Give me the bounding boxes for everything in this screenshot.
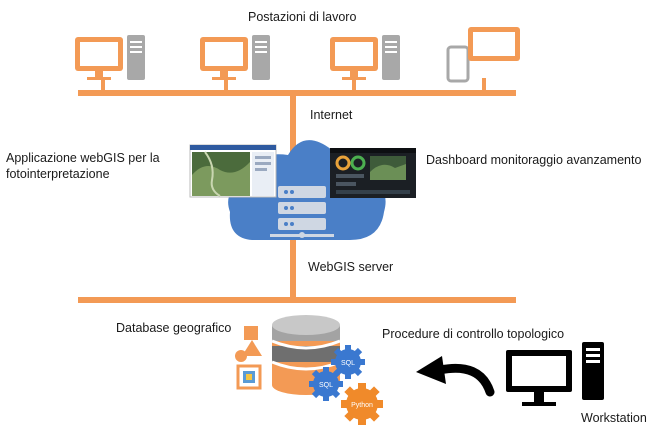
gear-icon: SQL bbox=[331, 345, 365, 379]
gear-label-sql-1: SQL bbox=[341, 360, 355, 367]
webgis-app-screenshot bbox=[189, 144, 277, 198]
tablet-monitor-icon bbox=[446, 27, 520, 83]
internet-label: Internet bbox=[310, 108, 353, 122]
drop-line-4 bbox=[482, 78, 486, 92]
webgis-server-label: WebGIS server bbox=[308, 260, 394, 274]
topology-label: Procedure di controllo topologico bbox=[382, 327, 565, 341]
monitor-tower-icon bbox=[330, 35, 400, 80]
gear-label-sql-2: SQL bbox=[319, 382, 333, 389]
monitor-tower-icon bbox=[200, 35, 270, 80]
bottom-network-bar bbox=[78, 297, 516, 303]
drop-line-3 bbox=[352, 78, 356, 92]
top-network-bar bbox=[78, 90, 516, 96]
arrow-icon bbox=[416, 356, 495, 397]
drop-line-1 bbox=[101, 78, 105, 92]
dashboard-screenshot bbox=[330, 148, 416, 198]
workstation-label: Workstation bbox=[581, 411, 647, 425]
monitor-tower-icon bbox=[75, 35, 145, 80]
gear-icon: SQL bbox=[309, 367, 343, 401]
webgis-app-label: Applicazione webGIS per la fotointerpret… bbox=[6, 151, 160, 181]
dashboard-label: Dashboard monitoraggio avanzamento bbox=[426, 153, 642, 167]
database-label: Database geografico bbox=[116, 321, 232, 335]
workstation-icon bbox=[506, 342, 604, 406]
drop-line-2 bbox=[224, 78, 228, 92]
gear-icon: Python bbox=[341, 383, 383, 425]
shapes-icon bbox=[235, 326, 262, 390]
gear-label-python: Python bbox=[351, 402, 373, 409]
workstations-title: Postazioni di lavoro bbox=[248, 10, 357, 24]
